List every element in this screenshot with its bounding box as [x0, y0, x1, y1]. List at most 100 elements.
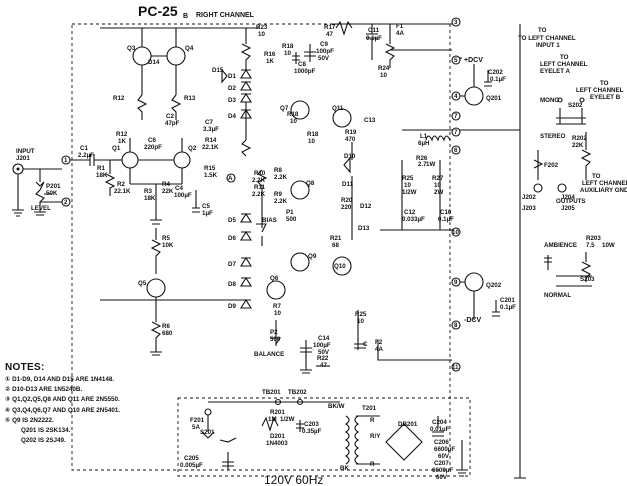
- svg-text:D8: D8: [228, 281, 236, 288]
- svg-text:C10: C10: [440, 209, 452, 216]
- svg-text:4A: 4A: [396, 30, 404, 37]
- svg-text:5: 5: [454, 57, 458, 64]
- svg-text:D7: D7: [228, 261, 236, 268]
- notes-block: NOTES: ① D1-D9, D14 AND D15 ARE 1N4148. …: [5, 362, 165, 446]
- svg-text:A: A: [228, 175, 233, 182]
- svg-text:R2: R2: [117, 181, 125, 188]
- svg-text:22.1K: 22.1K: [202, 144, 219, 151]
- svg-text:2.2K: 2.2K: [274, 198, 288, 205]
- svg-text:D11: D11: [342, 181, 354, 188]
- svg-text:R25: R25: [402, 175, 414, 182]
- svg-text:6600µF: 6600µF: [434, 446, 455, 453]
- svg-text:6600µF: 6600µF: [432, 467, 453, 474]
- svg-text:R11: R11: [254, 184, 266, 191]
- svg-text:D201: D201: [270, 433, 285, 440]
- svg-text:TB202: TB202: [288, 389, 307, 396]
- svg-text:10: 10: [357, 318, 364, 325]
- note-line: ③ Q1,Q2,Q5,Q8 AND Q11 ARE 2N5550.: [5, 396, 120, 404]
- svg-text:220: 220: [341, 204, 352, 211]
- svg-text:2.2K: 2.2K: [274, 174, 288, 181]
- svg-text:1K: 1K: [266, 58, 274, 65]
- title-suffix: B: [183, 13, 188, 20]
- svg-text:Q7: Q7: [280, 105, 289, 112]
- svg-text:1µF: 1µF: [202, 210, 213, 217]
- svg-text:F201: F201: [190, 417, 205, 424]
- svg-text:R12: R12: [113, 95, 125, 102]
- svg-text:500: 500: [286, 216, 297, 223]
- svg-text:R: R: [370, 417, 375, 424]
- svg-text:18K: 18K: [144, 195, 156, 202]
- svg-text:MONO: MONO: [540, 97, 559, 104]
- svg-text:R19: R19: [345, 129, 357, 136]
- svg-text:INPUT: INPUT: [16, 148, 35, 155]
- svg-text:R13: R13: [184, 95, 196, 102]
- svg-text:BK: BK: [340, 465, 349, 472]
- svg-text:R26: R26: [416, 155, 428, 162]
- right-connections: TO TO LEFT CHANNEL INPUT 1 TO LEFT CHANN…: [518, 24, 627, 470]
- svg-text:Q3: Q3: [127, 45, 136, 52]
- svg-text:BK/W: BK/W: [328, 403, 345, 410]
- svg-text:EYELET B: EYELET B: [590, 94, 621, 101]
- svg-text:R25: R25: [355, 311, 367, 318]
- svg-text:R22: R22: [317, 355, 329, 362]
- svg-text:J202: J202: [522, 194, 536, 201]
- svg-text:Q10: Q10: [334, 263, 346, 270]
- svg-text:R21: R21: [330, 235, 342, 242]
- svg-text:R12: R12: [116, 131, 128, 138]
- svg-text:500: 500: [270, 336, 281, 343]
- note-line: ④ Q3,Q4,Q6,Q7 AND Q10 ARE 2N5401.: [5, 406, 121, 414]
- svg-text:TO: TO: [560, 54, 569, 61]
- svg-text:TO: TO: [538, 27, 547, 34]
- svg-text:3: 3: [454, 19, 458, 26]
- svg-text:J203: J203: [522, 205, 536, 212]
- note-line: Q201 IS 2SK134.: [21, 427, 71, 435]
- svg-text:1: 1: [64, 157, 68, 164]
- svg-text:R16: R16: [264, 51, 276, 58]
- svg-text:NORMAL: NORMAL: [544, 292, 571, 299]
- label-to-left-input: TO LEFT CHANNEL: [518, 35, 576, 42]
- svg-text:R14: R14: [205, 137, 217, 144]
- rail-negative: -DCV: [464, 317, 481, 324]
- svg-text:LEFT CHANNEL: LEFT CHANNEL: [582, 180, 627, 187]
- svg-text:1000pF: 1000pF: [294, 68, 316, 75]
- svg-text:R1: R1: [97, 165, 105, 172]
- svg-text:Q11: Q11: [332, 105, 344, 112]
- svg-text:D13: D13: [358, 225, 370, 232]
- svg-text:50V: 50V: [318, 55, 330, 62]
- svg-text:47pF: 47pF: [165, 120, 180, 127]
- svg-text:C: C: [363, 341, 368, 348]
- svg-text:C201: C201: [500, 297, 515, 304]
- svg-text:C13: C13: [364, 117, 376, 124]
- svg-text:C1: C1: [80, 145, 88, 152]
- svg-text:0.1µF: 0.1µF: [438, 216, 454, 223]
- svg-text:R202: R202: [572, 135, 587, 142]
- notes-heading: NOTES:: [5, 362, 45, 373]
- svg-text:68: 68: [332, 242, 339, 249]
- svg-text:7: 7: [454, 129, 458, 136]
- svg-text:22K: 22K: [572, 142, 584, 149]
- rail-positive: +DCV: [464, 57, 483, 64]
- svg-text:22K: 22K: [162, 188, 174, 195]
- svg-text:P201: P201: [46, 183, 61, 190]
- svg-text:R20: R20: [341, 197, 353, 204]
- svg-text:R4: R4: [162, 181, 170, 188]
- svg-text:0.1µF: 0.1µF: [490, 76, 506, 83]
- svg-text:F2: F2: [375, 339, 383, 346]
- svg-text:R201: R201: [270, 409, 285, 416]
- note-line: Q202 IS 2SJ49.: [21, 437, 66, 445]
- svg-text:EYELET A: EYELET A: [540, 68, 571, 75]
- svg-text:D4: D4: [228, 113, 236, 120]
- svg-text:BALANCE: BALANCE: [254, 351, 284, 358]
- svg-text:D1: D1: [228, 73, 236, 80]
- svg-text:C207: C207: [434, 460, 449, 467]
- svg-text:LEFT CHANNEL: LEFT CHANNEL: [576, 87, 624, 94]
- svg-text:F1: F1: [396, 23, 404, 30]
- input-section: INPUT J201 P201 50K LEVEL 1 2: [12, 148, 71, 217]
- svg-text:3.3µF: 3.3µF: [203, 126, 219, 133]
- svg-text:1W: 1W: [426, 161, 435, 168]
- svg-text:D6: D6: [228, 235, 236, 242]
- svg-text:R18: R18: [307, 131, 319, 138]
